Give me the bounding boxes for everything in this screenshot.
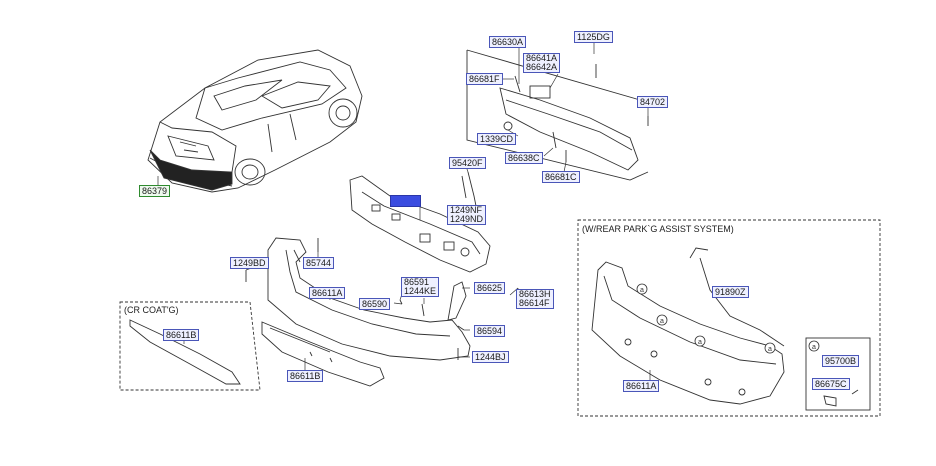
sensor-wiring [689,247,785,347]
callout-a-marker [764,342,776,354]
callout-a-text: a [812,344,816,351]
part-label-86641A-86642A[interactable]: 86641A 86642A [523,53,561,73]
part-label-86681C[interactable]: 86681C [542,171,580,183]
part-label-86681F[interactable]: 86681F [466,73,503,85]
part-label-86379[interactable]: 86379 [139,185,171,197]
part-label-86613H-86614F[interactable]: 86613H 86614F [516,289,554,309]
callout-a-text: a [698,339,702,346]
callout-a-text: a [660,318,664,325]
part-label-86625[interactable]: 86625 [474,282,506,294]
part-label-86591[interactable]: 86591 [404,277,430,287]
part-label-86591-1244KE[interactable]: 86591 1244KE [401,277,440,297]
rear-park-assist-box [577,219,881,417]
callout-a-marker [694,335,706,347]
rear-bumper-with-sensors [591,261,785,405]
car-illustration [147,49,363,195]
part-label-95420F[interactable]: 95420F [449,157,486,169]
part-label-1339CD[interactable]: 1339CD [477,133,517,145]
part-label-86611A[interactable]: 86611A [309,287,346,299]
callout-a-marker [656,314,668,326]
bumper-beam [499,64,649,171]
callout-a-marker [808,340,820,352]
part-label-86611B-crcoat[interactable]: 86611B [163,329,200,341]
part-label-1249BD[interactable]: 1249BD [230,257,269,269]
part-label-84702[interactable]: 84702 [637,96,669,108]
rear-park-caption: (W/REAR PARK`G ASSIST SYSTEM) [582,224,734,234]
callout-a-marker [636,283,648,295]
callout-a-box [805,337,871,411]
part-label-85744[interactable]: 85744 [303,257,335,269]
part-label-86642A[interactable]: 86642A [526,62,558,72]
part-label-1244BJ[interactable]: 1244BJ [472,351,509,363]
part-label-86590[interactable]: 86590 [359,298,391,310]
part-label-1125DG[interactable]: 1125DG [574,31,613,43]
part-label-86611B[interactable]: 86611B [287,370,324,382]
part-label-86614F[interactable]: 86614F [519,298,550,308]
part-label-86613H[interactable]: 86613H [519,289,551,299]
part-label-86641A[interactable]: 86641A [526,53,558,63]
rail-frame [466,50,649,181]
part-label-86620[interactable]: 86620 [390,195,422,207]
cr-coat-box [119,301,261,391]
rear-bumper-cover [261,237,471,387]
side-bracket [447,281,467,321]
part-label-1244KE[interactable]: 1244KE [404,286,437,296]
part-label-91890Z[interactable]: 91890Z [712,286,749,298]
callout-a-text: a [768,346,772,353]
part-label-1249NF[interactable]: 1249NF [450,205,483,215]
part-label-86638C[interactable]: 86638C [505,152,543,164]
part-label-86675C[interactable]: 86675C [812,378,850,390]
part-label-86611A-park[interactable]: 86611A [623,380,660,392]
part-label-1249ND[interactable]: 1249ND [450,214,484,224]
bracket [461,171,477,207]
cr-coat-caption: (CR COAT'G) [124,305,179,315]
part-label-86630A[interactable]: 86630A [489,36,527,48]
part-label-86594[interactable]: 86594 [474,325,506,337]
part-label-1249NF-1249ND[interactable]: 1249NF 1249ND [447,205,487,225]
part-label-95700B[interactable]: 95700B [822,355,860,367]
callout-a-text: a [640,287,644,294]
